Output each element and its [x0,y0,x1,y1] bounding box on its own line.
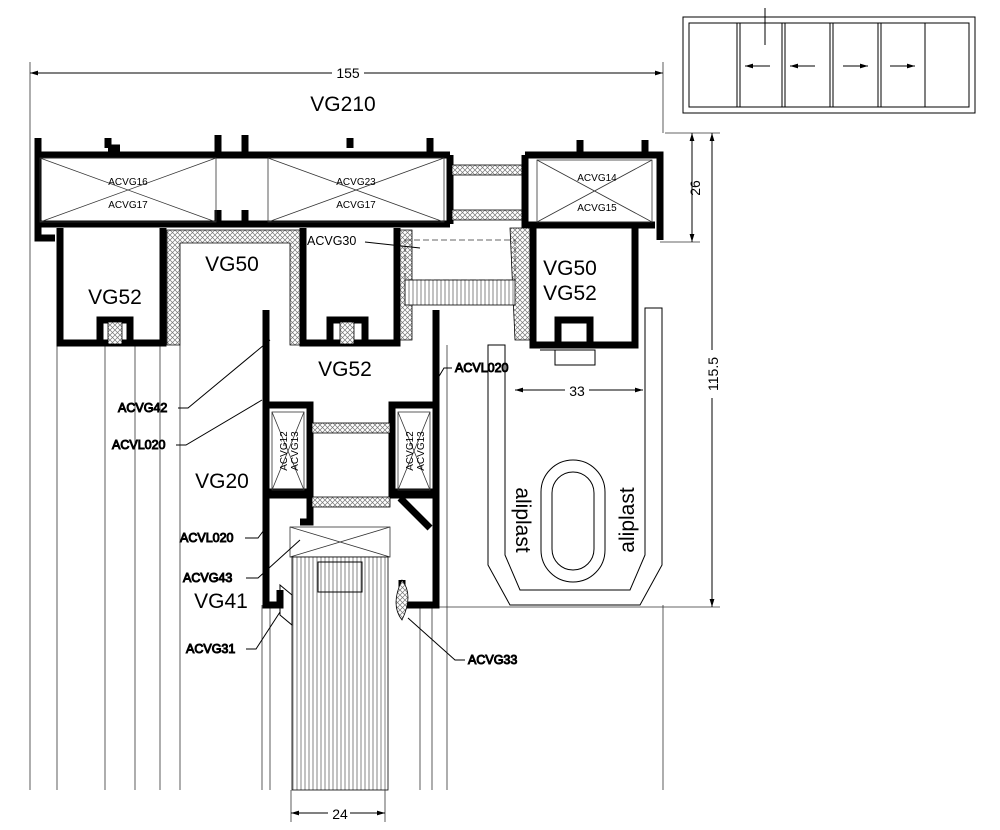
insert-label: ACVG14 [577,173,617,184]
insert-label: ACVG23 [336,177,376,188]
aliplast-channel: aliplast aliplast [487,307,663,606]
system-title: VG210 [310,93,375,116]
callout-label: ACVG43 [183,571,232,585]
profile-label: VG52 [543,282,597,305]
callout-label: ACVG30 [307,234,356,248]
aliplast-label: aliplast [511,487,534,553]
profile-label: VG52 [318,358,372,381]
dimension-label: 115.5 [705,357,721,391]
dimension-label: 26 [687,180,703,196]
callout-label: ACVG33 [468,653,517,667]
dimension-155: 155 [30,63,663,81]
dimension-33: 33 [515,382,643,399]
glazing-unit [279,526,409,791]
callout-label: ACVL020 [455,361,509,375]
profile-label: VG41 [194,590,248,613]
dimension-24: 24 [290,790,386,822]
profile-label: VG50 [543,257,597,280]
frame-chambers: VG52 VG50 ACVG30 [56,228,516,347]
dimension-115-5: 115.5 [703,133,721,607]
callout-label: ACVG31 [186,642,235,656]
top-frame-profile: ACVG16 ACVG17 ACVG23 ACVG17 [34,135,526,242]
dimension-label: 155 [336,65,360,81]
insert-label: ACVG17 [108,200,148,211]
insert-label: ACVG13 [290,431,301,471]
insert-label: ACVG12 [405,431,416,471]
callout-label: ACVL020 [180,531,234,545]
insert-label: ACVG13 [416,431,427,471]
aliplast-label: aliplast [616,487,639,553]
callout-label: ACVG42 [118,401,167,415]
callouts: ACVG42 ACVL020 ACVL020 ACVL020 ACVG43 AC… [112,339,518,668]
dimension-26: 26 [687,133,703,242]
sash-profile: ACVG12 ACVG13 ACVG12 ACVG13 VG52 VG20 VG… [194,310,440,613]
dimension-label: 33 [569,383,585,399]
right-frame-profile: ACVG14 ACVG15 VG50 VG52 [509,140,664,366]
callout-label: ACVL020 [112,438,166,452]
insert-label: ACVG16 [108,177,148,188]
dimension-label: 24 [332,806,348,822]
profile-label: VG50 [205,253,259,276]
insert-label: ACVG17 [336,200,376,211]
extension-lines [29,62,720,790]
elevation-thumbnail [682,8,976,114]
insert-label: ACVG15 [577,203,617,214]
insert-label: ACVG12 [279,431,290,471]
profile-label: VG52 [88,286,142,309]
profile-label: VG20 [195,470,249,493]
